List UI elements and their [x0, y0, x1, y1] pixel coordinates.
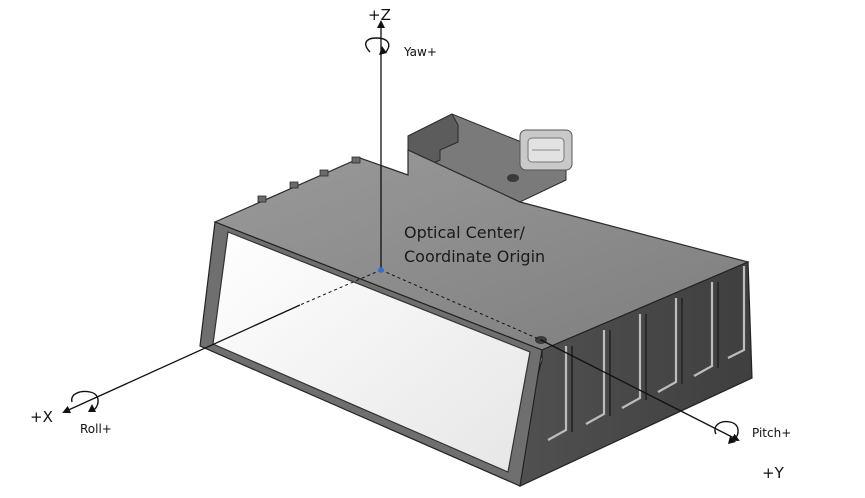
top-studs	[257, 156, 361, 203]
front-window	[212, 231, 531, 473]
yaw-arrow-icon	[365, 37, 390, 55]
roll-label: Roll+	[80, 422, 112, 436]
cooling-fins	[547, 266, 746, 441]
origin-label-line2: Coordinate Origin	[404, 247, 545, 266]
origin-label-line1: Optical Center/	[404, 223, 525, 242]
roll-arrow-icon	[71, 390, 99, 412]
pitch-label: Pitch+	[752, 426, 791, 440]
axes	[62, 20, 740, 441]
cooling-fin-shadows	[571, 282, 719, 432]
x-axis-line	[62, 304, 301, 414]
sensor-housing	[199, 113, 753, 487]
x-axis-hidden	[299, 269, 382, 306]
yaw-label: Yaw+	[403, 45, 437, 59]
y-axis-line	[540, 339, 740, 441]
y-axis-hidden	[380, 269, 542, 341]
y-axis-label: +Y	[762, 464, 785, 482]
connector	[519, 129, 573, 171]
x-axis-label: +X	[30, 408, 53, 426]
top-hole-1	[507, 174, 519, 182]
z-axis-label: +Z	[368, 6, 391, 24]
pitch-arrow-icon	[714, 420, 739, 444]
origin-marker	[378, 267, 384, 273]
